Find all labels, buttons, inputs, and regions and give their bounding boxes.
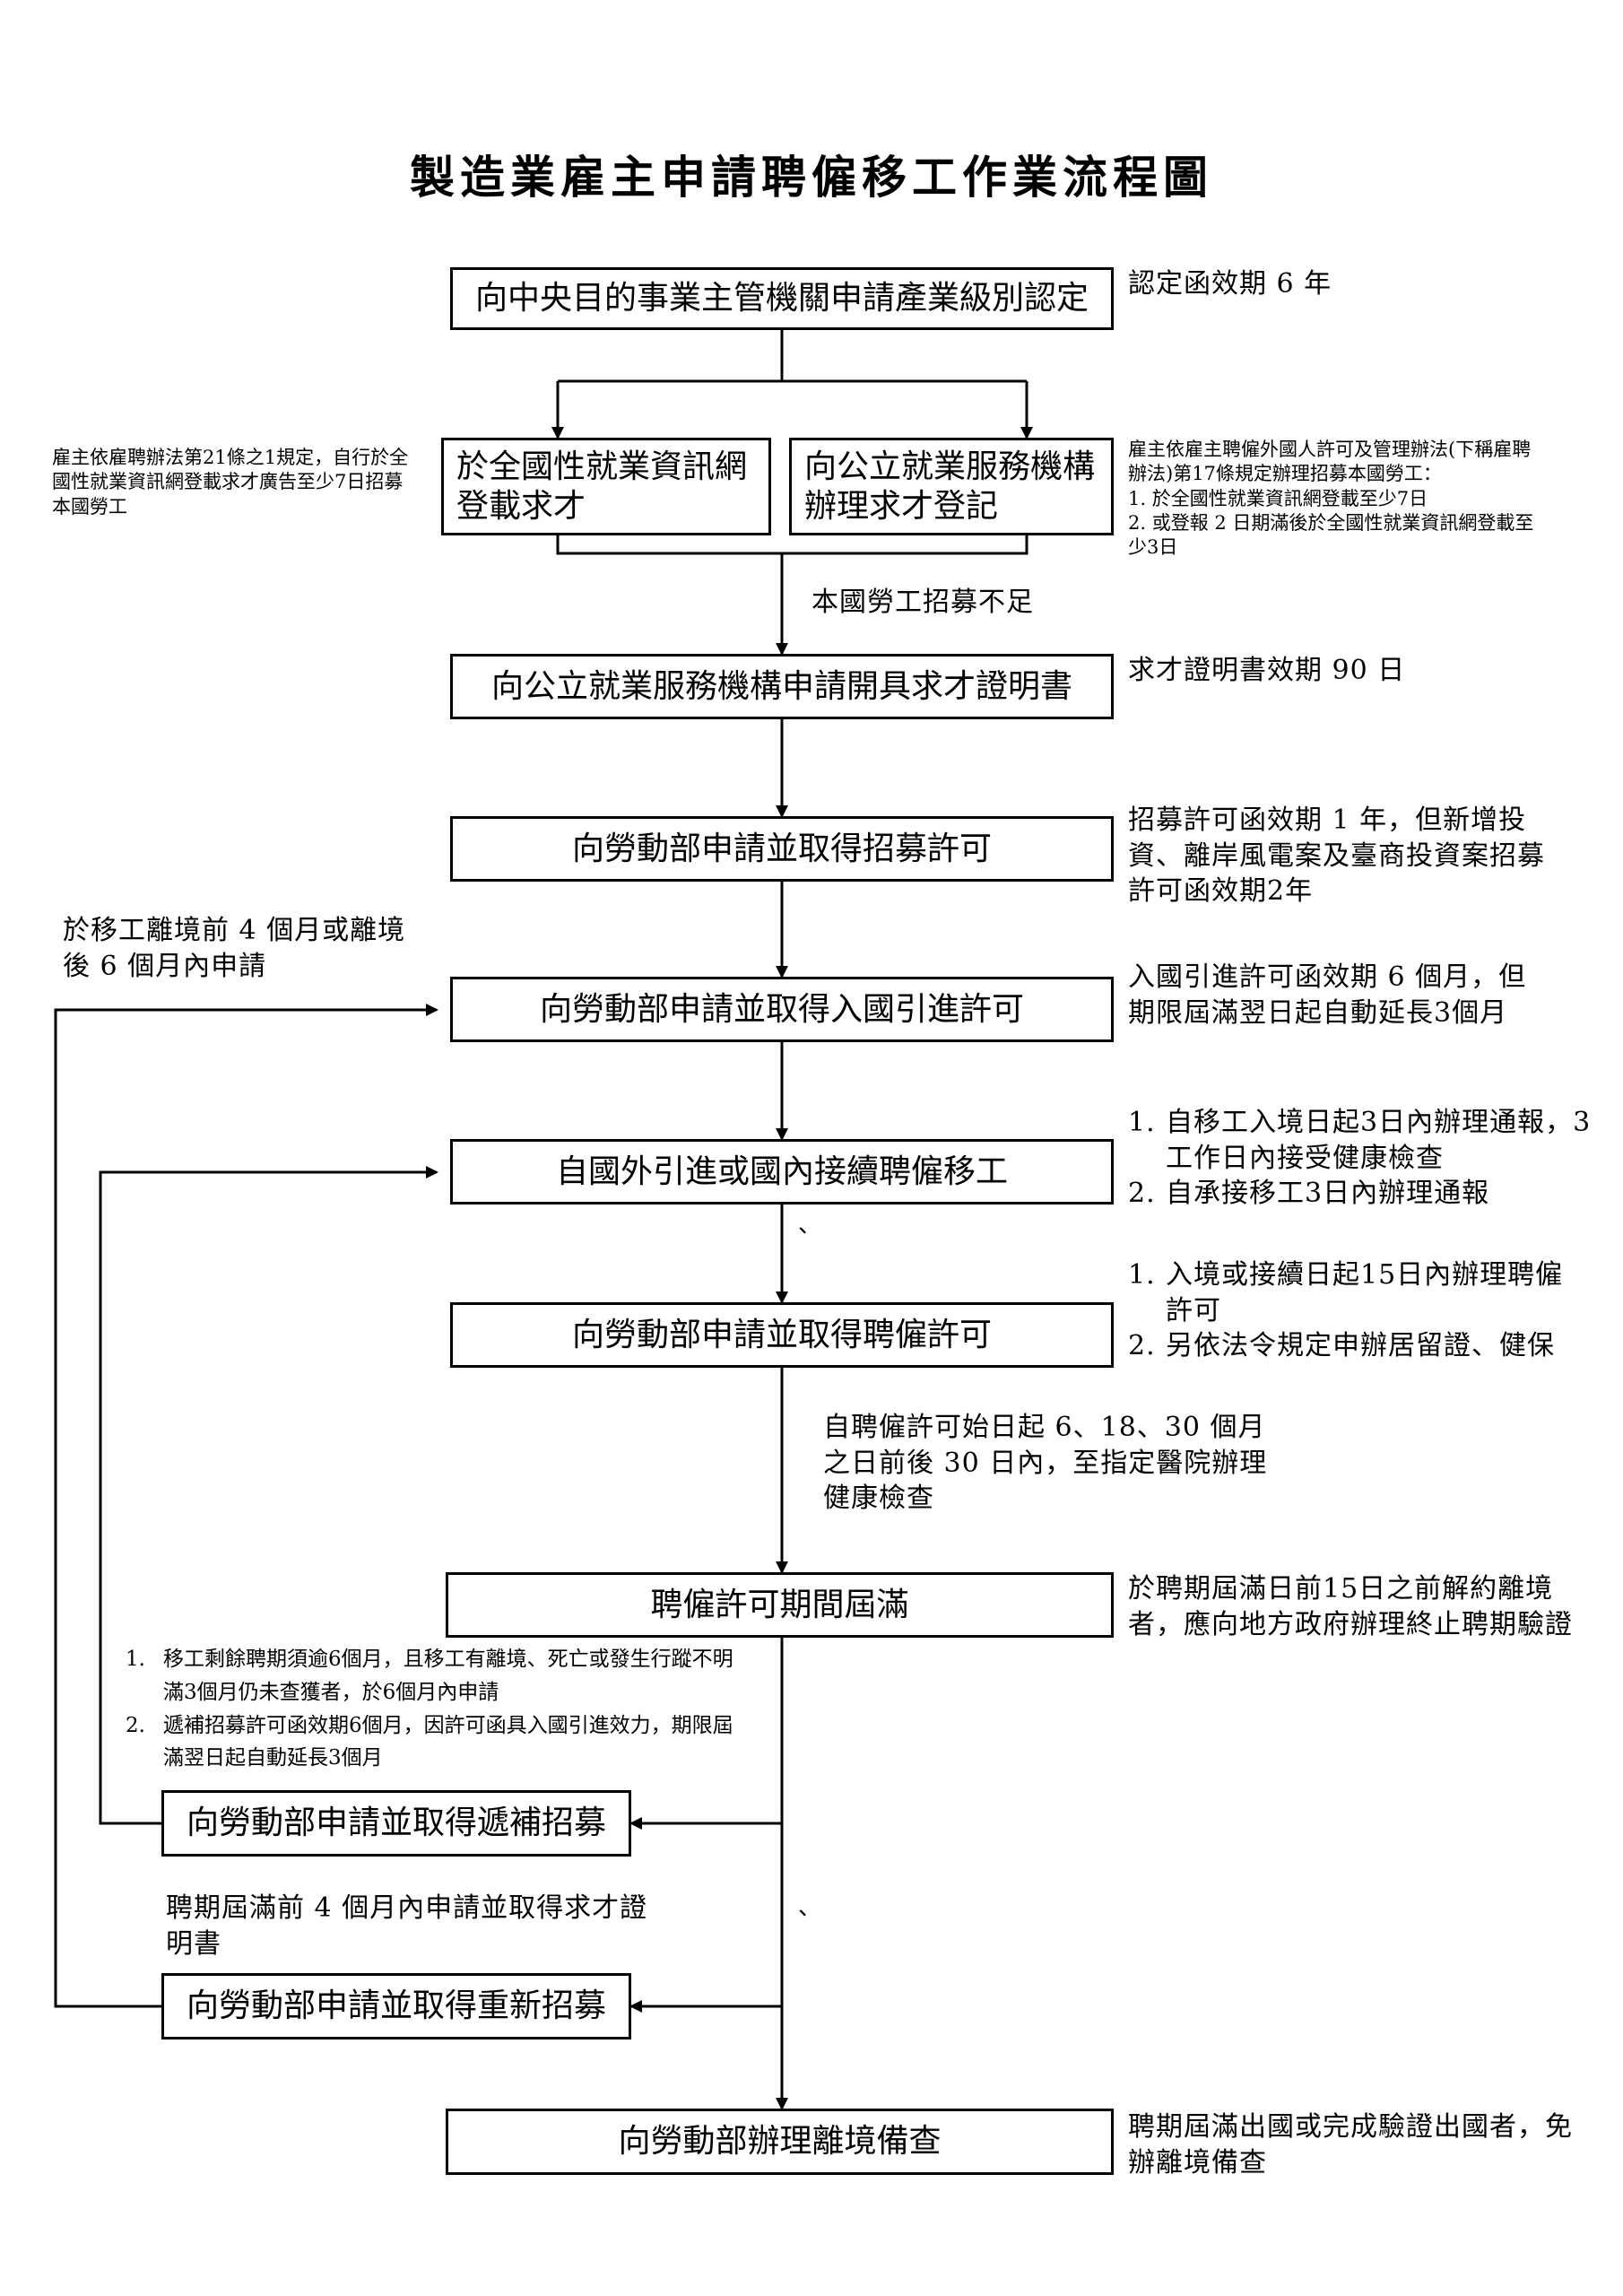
- box-recruitment-certificate: 向公立就業服務機構申請開具求才證明書: [450, 654, 1114, 719]
- box-departure-record: 向勞動部辦理離境備查: [446, 2109, 1114, 2175]
- note-self-posting-rule: 雇主依雇聘辦法第21條之1規定，自行於全國性就業資訊網登載求才廣告至少7日招募本…: [52, 447, 409, 517]
- stray-mark-2: 、: [798, 1894, 822, 1921]
- note-insufficient-recruitment: 本國勞工招募不足: [812, 587, 1034, 618]
- box-hire-worker: 自國外引進或國內接續聘僱移工: [450, 1139, 1114, 1205]
- note-replacement-item-2: 2.遞補招募許可函效期6個月，因許可函具入國引進效力，期限屆滿翌日起自動延長3個…: [126, 1713, 733, 1770]
- note-entry-permit-validity: 入國引進許可函效期 6 個月，但期限屆滿翌日起自動延長3個月: [1128, 961, 1527, 1029]
- note-replacement-item-1: 1.移工剩餘聘期須逾6個月，且移工有離境、死亡或發生行蹤不明滿3個月仍未查獲者，…: [126, 1648, 733, 1704]
- box-public-employment-line1: 向公立就業服務機構: [804, 448, 1096, 486]
- note-departure-exemption: 聘期屆滿出國或完成驗證出國者，免辦離境備查: [1128, 2111, 1573, 2179]
- connector-merge-bracket: [556, 535, 1028, 555]
- note-replacement-conditions: 1.移工剩餘聘期須逾6個月，且移工有離境、死亡或發生行蹤不明滿3個月仍未查獲者，…: [126, 1643, 753, 1775]
- note-certificate-validity: 求才證明書效期 90 日: [1128, 655, 1406, 686]
- box-national-job-site-line2: 登載求才: [456, 487, 586, 525]
- note-arrival-item-1: 1.自移工入境日起3日內辦理通報，3工作日內接受健康檢查: [1128, 1107, 1592, 1174]
- box-public-employment-line2: 辦理求才登記: [804, 487, 999, 525]
- note-certification-validity: 認定函效期 6 年: [1128, 268, 1332, 300]
- note-employment-item-2: 2.另依法令規定申辦居留證、健保: [1128, 1330, 1555, 1362]
- note-recruitment-rule-item2: 2. 或登報 2 日期滿後於全國性就業資訊網登載至少3日: [1128, 511, 1534, 559]
- box-entry-permit: 向勞動部申請並取得入國引進許可: [450, 977, 1114, 1042]
- note-arrival-notification: 1.自移工入境日起3日內辦理通報，3工作日內接受健康檢查 2.自承接移工3日內辦…: [1128, 1105, 1594, 1212]
- box-permit-expiry: 聘僱許可期間屆滿: [446, 1572, 1114, 1638]
- note-recruitment-rule-head: 雇主依雇主聘僱外國人許可及管理辦法(下稱雇聘辦法)第17條規定辦理招募本國勞工：: [1128, 439, 1532, 485]
- note-recruitment-rule-item1: 1. 於全國性就業資訊網登載至少7日: [1128, 487, 1428, 509]
- box-replacement-recruitment: 向勞動部申請並取得遞補招募: [161, 1790, 631, 1857]
- note-recruitment-rule: 雇主依雇主聘僱外國人許可及管理辦法(下稱雇聘辦法)第17條規定辦理招募本國勞工：…: [1128, 438, 1549, 560]
- note-arrival-item-2: 2.自承接移工3日內辦理通報: [1128, 1178, 1490, 1210]
- note-early-termination: 於聘期屆滿日前15日之前解約離境者，應向地方政府辦理終止聘期驗證: [1128, 1573, 1573, 1640]
- note-recruitment-permit-validity: 招募許可函效期 1 年，但新增投資、離岸風電案及臺商投資案招募許可函效期2年: [1128, 804, 1545, 908]
- page-title: 製造業雇主申請聘僱移工作業流程圖: [410, 151, 1213, 204]
- note-employment-item-1: 1.入境或接續日起15日內辦理聘僱許可: [1128, 1259, 1564, 1326]
- box-national-job-site-line1: 於全國性就業資訊網: [456, 448, 748, 486]
- note-entry-application-window: 於移工離境前 4 個月或離境後 6 個月內申請: [63, 915, 406, 982]
- loop-b10-to-b5: [54, 1004, 438, 2008]
- box-national-job-site: 於全國性就業資訊網 登載求才: [441, 438, 771, 535]
- loop-b9-to-b6: [99, 1166, 438, 1825]
- box-employment-permit: 向勞動部申請並取得聘僱許可: [450, 1302, 1114, 1368]
- box-public-employment-registration: 向公立就業服務機構 辦理求才登記: [789, 438, 1114, 535]
- note-health-check: 自聘僱許可始日起 6、18、30 個月之日前後 30 日內，至指定醫院辦理健康檢…: [823, 1412, 1268, 1515]
- note-re-recruitment-window: 聘期屆滿前 4 個月內申請並取得求才證明書: [166, 1892, 648, 1960]
- box-recruitment-permit: 向勞動部申請並取得招募許可: [450, 816, 1114, 882]
- note-employment-permit-deadline: 1.入境或接續日起15日內辦理聘僱許可 2.另依法令規定申辦居留證、健保: [1128, 1257, 1576, 1364]
- box-industry-classification: 向中央目的事業主管機關申請產業級別認定: [450, 267, 1114, 330]
- box-re-recruitment: 向勞動部申請並取得重新招募: [161, 1973, 631, 2039]
- stray-mark-1: 、: [798, 1212, 822, 1239]
